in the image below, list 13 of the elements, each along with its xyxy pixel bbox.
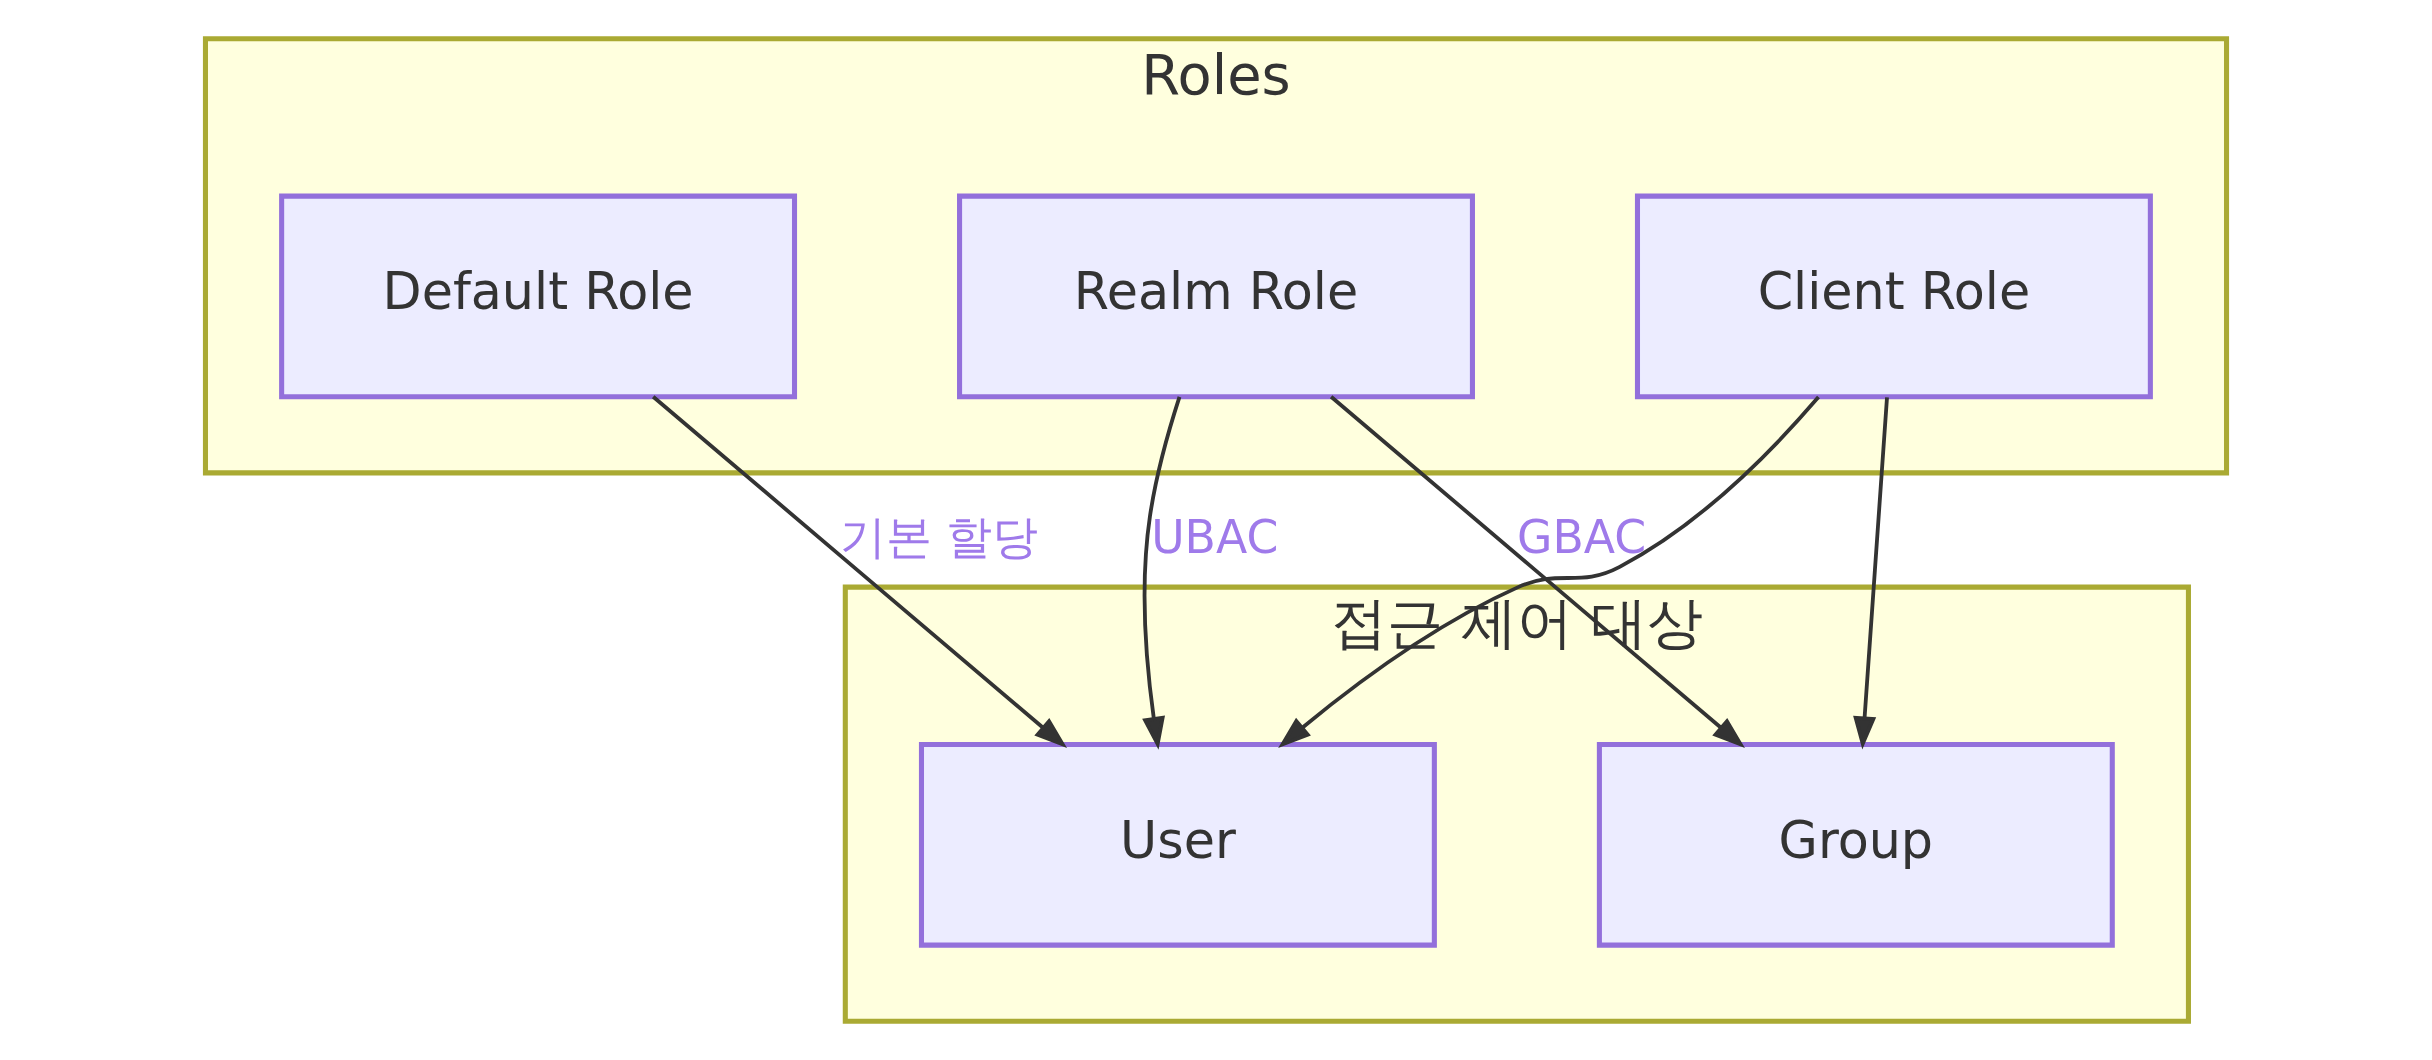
node-box: Group: [1596, 742, 2115, 948]
arrow: [1142, 396, 1182, 750]
edge-label: 기본 할당: [839, 510, 1039, 564]
arrow: [1853, 397, 1889, 750]
arrow: [1278, 395, 1820, 748]
arrow: [1329, 395, 1745, 749]
node-box: User: [918, 742, 1437, 948]
node-box: Realm Role: [957, 193, 1475, 400]
arrow: [651, 395, 1068, 749]
node-box: Default Role: [279, 193, 798, 400]
node-box: Client Role: [1634, 193, 2153, 400]
edge-label: GBAC: [1517, 510, 1647, 564]
edge-label: UBAC: [1151, 510, 1279, 564]
